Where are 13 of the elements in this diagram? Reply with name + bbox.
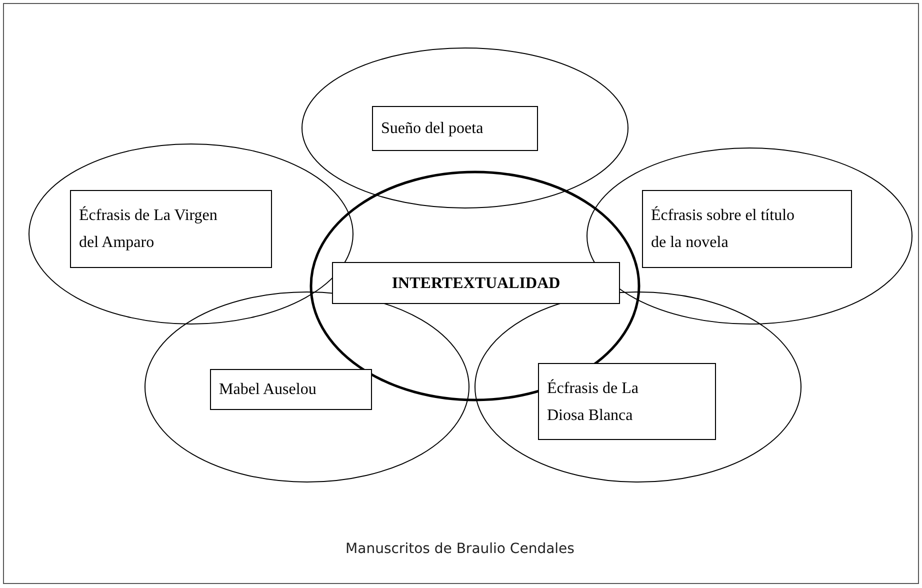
text-box <box>372 106 538 151</box>
box-text: Écfrasis de La Diosa Blanca <box>547 378 640 426</box>
text-box <box>332 262 620 304</box>
box-text: Sueño del poeta <box>381 119 484 139</box>
box-text: Écfrasis sobre el título de la novela <box>651 205 796 253</box>
text-box <box>538 363 716 440</box>
text-box <box>70 190 272 268</box>
box-text: Mabel Auselou <box>219 380 316 400</box>
box-text: Écfrasis de La Virgen del Amparo <box>79 205 218 253</box>
text-box <box>642 190 852 268</box>
box-text: INTERTEXTUALIDAD <box>392 274 560 294</box>
text-box <box>210 369 372 410</box>
caption-text: Manuscritos de Braulio Cendales <box>346 541 574 557</box>
